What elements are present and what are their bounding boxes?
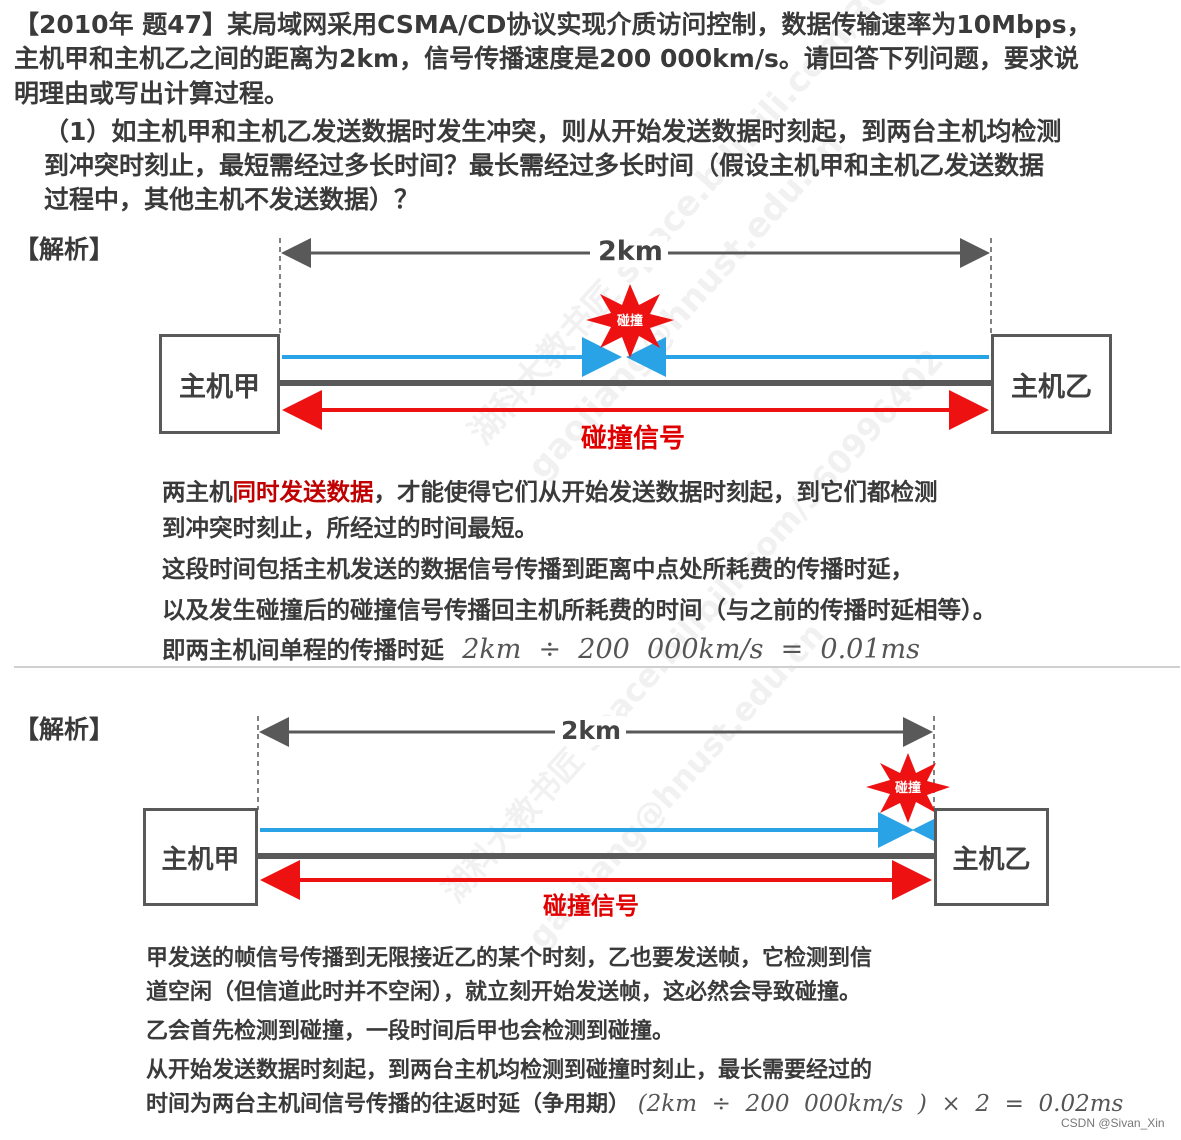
subquestion-line-2: 到冲突时刻止，最短需经过多长时间？最长需经过多长时间（假设主机甲和主机乙发送数据 [44, 151, 1045, 180]
host-b-box-1: 主机乙 [991, 334, 1112, 434]
analysis-heading-2: 【解析】 [14, 715, 115, 744]
host-b-label: 主机乙 [952, 844, 1031, 875]
credit-label: CSDN @Sivan_Xin [1061, 1116, 1165, 1130]
formula-round-trip-delay: (2km ÷ 200 000km/s ) × 2 = 0.02ms [637, 1091, 1124, 1117]
collision-burst-icon [866, 753, 950, 823]
analysis1-line-4: 以及发生碰撞后的碰撞信号传播回主机所耗费的时间（与之前的传播时延相等）。 [162, 596, 997, 624]
analysis1-line-2: 到冲突时刻止，所经过的时间最短。 [162, 514, 538, 542]
distance-label-2: 2km [557, 716, 626, 745]
section-divider [14, 666, 1180, 668]
collision-diagram-max: 碰撞 [257, 716, 950, 900]
collision-diagram-min: 碰撞 [279, 238, 992, 430]
highlight-simultaneous: 同时发送数据 [232, 478, 374, 506]
host-a-label: 主机甲 [179, 371, 260, 403]
analysis-heading-1: 【解析】 [14, 235, 115, 264]
analysis2-line-4: 从开始发送数据时刻起，到两台主机均检测到碰撞时刻止，最长需要经过的 [146, 1058, 873, 1083]
host-b-label: 主机乙 [1011, 371, 1092, 403]
analysis2-line-3: 乙会首先检测到碰撞，一段时间后甲也会检测到碰撞。 [146, 1019, 675, 1044]
host-a-label: 主机甲 [161, 844, 240, 875]
burst-label: 碰撞 [617, 313, 643, 329]
host-a-box-1: 主机甲 [159, 334, 280, 434]
analysis1-line-1: 两主机同时发送数据，才能使得它们从开始发送数据时刻起，到它们都检测 [162, 478, 938, 506]
collision-signal-label-1: 碰撞信号 [581, 424, 686, 454]
question-line-2: 主机甲和主机乙之间的距离为2km，信号传播速度是200 000km/s。请回答下… [14, 44, 1079, 73]
formula-one-way-delay: 2km ÷ 200 000km/s = 0.01ms [462, 634, 920, 665]
subquestion-line-3: 过程中，其他主机不发送数据）？ [44, 185, 420, 214]
analysis2-line-2: 道空闲（但信道此时并不空闲），就立刻开始发送帧，这必然会导致碰撞。 [146, 980, 862, 1005]
collision-signal-label-2: 碰撞信号 [543, 892, 639, 920]
burst-label: 碰撞 [895, 780, 921, 796]
analysis2-line-1: 甲发送的帧信号传播到无限接近乙的某个时刻，乙也要发送帧，它检测到信 [146, 946, 873, 971]
distance-label-1: 2km [594, 236, 667, 267]
question-line-3: 明理由或写出计算过程。 [14, 79, 290, 108]
analysis1-line-5: 即两主机间单程的传播时延 2km ÷ 200 000km/s = 0.01ms [162, 634, 920, 665]
subquestion-line-1: （1）如主机甲和主机乙发送数据时发生冲突，则从开始发送数据时刻起，到两台主机均检… [44, 117, 1062, 146]
host-b-box-2: 主机乙 [934, 808, 1049, 906]
analysis2-line-5: 时间为两台主机间信号传播的往返时延（争用期） (2km ÷ 200 000km/… [146, 1091, 1124, 1117]
question-line-1: 【2010年 题47】某局域网采用CSMA/CD协议实现介质访问控制，数据传输速… [14, 10, 1092, 39]
collision-burst-icon [586, 284, 674, 358]
analysis1-line-3: 这段时间包括主机发送的数据信号传播到距离中点处所耗费的传播时延， [162, 555, 914, 583]
host-a-box-2: 主机甲 [143, 808, 258, 906]
